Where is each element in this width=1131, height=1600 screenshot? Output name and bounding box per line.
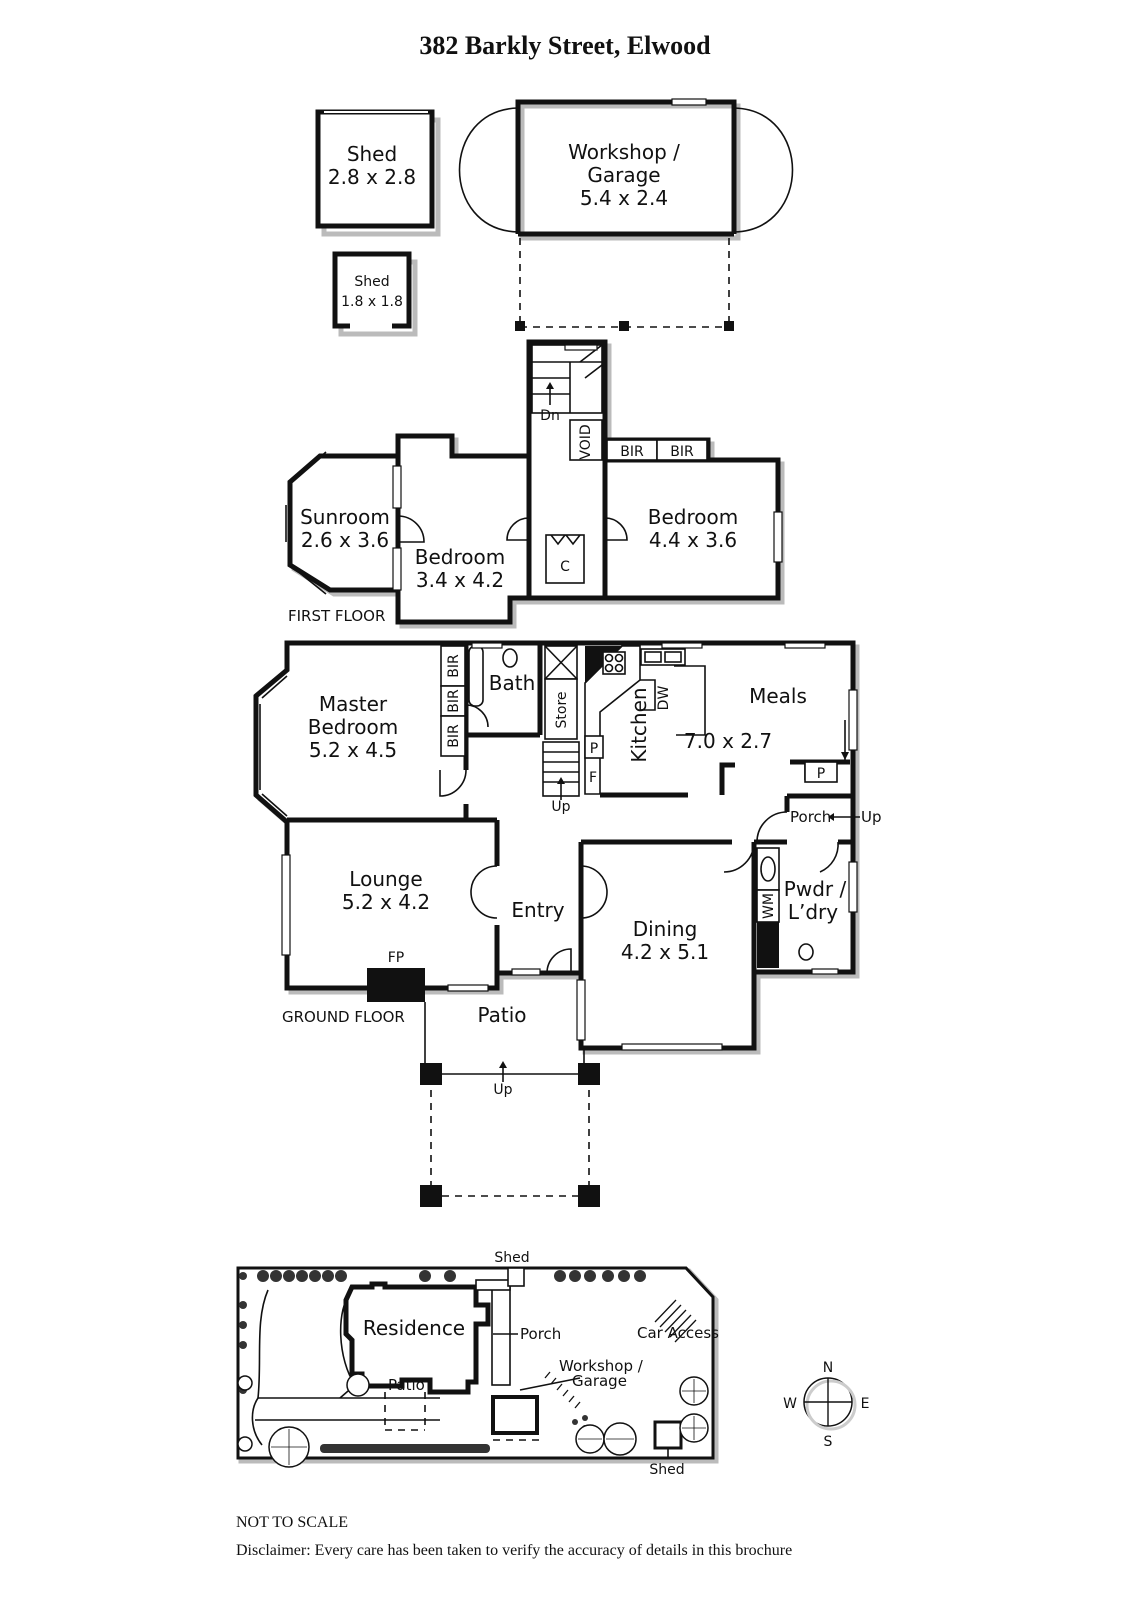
compass: N S E W: [783, 1360, 869, 1450]
lounge-name: Lounge: [349, 867, 422, 891]
bedroom-3-name: Bedroom: [648, 505, 738, 529]
first-floor: Dn VOID BIR BIR C Sunroom 2.6 x 3.6 Bedr…: [285, 339, 785, 629]
shed-large: Shed 2.8 x 2.8: [315, 109, 441, 237]
compass-s: S: [824, 1434, 833, 1450]
store-label: Store: [554, 691, 570, 728]
ground-floor-label: GROUND FLOOR: [282, 1008, 405, 1026]
dishwasher-label: DW: [656, 686, 672, 711]
washing-machine-label: WM: [761, 893, 777, 919]
master-name-2: Bedroom: [308, 715, 398, 739]
porch-label: Porch: [790, 808, 831, 826]
dining-dims: 4.2 x 5.1: [621, 940, 709, 964]
shed-small-name: Shed: [354, 274, 389, 290]
site-residence: Residence: [363, 1316, 465, 1340]
not-to-scale: NOT TO SCALE: [236, 1514, 348, 1531]
workshop-name-1: Workshop /: [568, 140, 680, 164]
pantry-label: P: [590, 741, 598, 757]
bedroom-2-dims: 3.4 x 4.2: [416, 568, 504, 592]
shed-small: Shed 1.8 x 1.8: [332, 251, 418, 337]
bir-1: BIR: [446, 654, 462, 678]
sunroom-name: Sunroom: [300, 505, 390, 529]
site-shed-top: Shed: [494, 1250, 529, 1266]
compass-n: N: [823, 1360, 833, 1376]
meals-dims: 7.0 x 2.7: [684, 729, 772, 753]
site-workshop-2: Garage: [572, 1372, 627, 1390]
dining-name: Dining: [633, 917, 698, 941]
disclaimer: Disclaimer: Every care has been taken to…: [236, 1542, 792, 1559]
fridge-label: F: [589, 770, 597, 786]
meals-pantry-label: P: [817, 766, 825, 782]
bath-label: Bath: [489, 671, 536, 695]
site-shed-bottom: Shed: [649, 1462, 684, 1478]
meals-name: Meals: [749, 684, 807, 708]
workshop-garage: Workshop / Garage 5.4 x 2.4: [458, 98, 794, 331]
site-plan: Residence Porch Patio Shed Workshop / Ga…: [236, 1250, 719, 1478]
first-floor-dn: Dn: [540, 408, 560, 424]
patio-label: Patio: [477, 1003, 526, 1027]
bedroom-2-name: Bedroom: [415, 545, 505, 569]
bedroom-3-dims: 4.4 x 3.6: [649, 528, 737, 552]
workshop-name-2: Garage: [587, 163, 660, 187]
compass-e: E: [861, 1396, 870, 1412]
page-title: 382 Barkly Street, Elwood: [419, 31, 711, 60]
cupboard-label: C: [560, 559, 570, 575]
fireplace-label: FP: [388, 950, 405, 966]
site-porch: Porch: [520, 1325, 561, 1343]
compass-w: W: [783, 1396, 797, 1412]
bir-2: BIR: [446, 689, 462, 713]
ground-floor: Bath BIR BIR BIR Store Up: [253, 640, 882, 1207]
bir-3: BIR: [446, 724, 462, 748]
shed-small-dims: 1.8 x 1.8: [341, 294, 403, 310]
pwdr-label-1: Pwdr /: [784, 877, 847, 901]
first-floor-bir-2: BIR: [670, 444, 694, 460]
kitchen-label: Kitchen: [627, 687, 651, 762]
master-name-1: Master: [319, 692, 388, 716]
lounge-dims: 5.2 x 4.2: [342, 890, 430, 914]
entry-label: Entry: [511, 898, 564, 922]
workshop-dims: 5.4 x 2.4: [580, 186, 668, 210]
site-patio: Patio: [388, 1376, 425, 1394]
first-floor-bir-1: BIR: [620, 444, 644, 460]
site-workshop-1: Workshop /: [559, 1357, 644, 1375]
first-floor-label: FIRST FLOOR: [288, 607, 385, 625]
site-car-access: Car Access: [637, 1324, 719, 1342]
porch-up: Up: [861, 808, 882, 826]
sunroom-dims: 2.6 x 3.6: [301, 528, 389, 552]
pwdr-label-2: L’dry: [788, 900, 838, 924]
shed-large-name: Shed: [347, 142, 397, 166]
patio-up: Up: [493, 1082, 512, 1098]
master-dims: 5.2 x 4.5: [309, 738, 397, 762]
void-label: VOID: [578, 424, 594, 459]
ground-up-stairs: Up: [551, 799, 570, 815]
shed-large-dims: 2.8 x 2.8: [328, 165, 416, 189]
